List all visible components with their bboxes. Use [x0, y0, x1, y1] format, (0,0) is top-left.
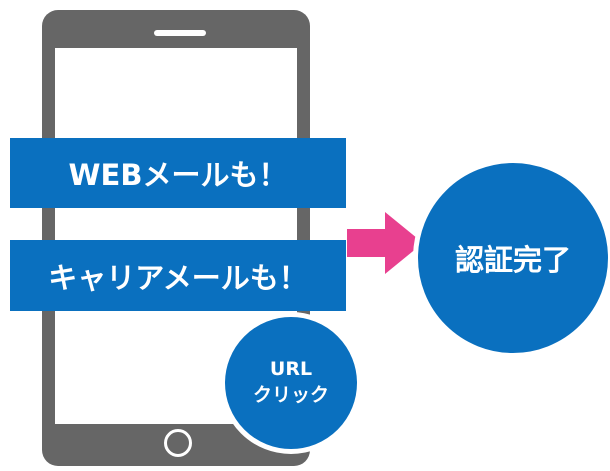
arrow-right-icon	[347, 212, 423, 274]
url-click-badge: URL クリック	[220, 312, 362, 454]
phone-speaker	[154, 30, 206, 36]
url-click-line2: クリック	[252, 384, 329, 406]
url-click-line1: URL	[269, 358, 313, 381]
home-button-icon	[164, 429, 192, 457]
web-mail-label: WEBメールも！	[10, 138, 346, 208]
auth-complete-badge: 認証完了	[413, 158, 610, 358]
auth-complete-label: 認証完了	[454, 243, 571, 277]
career-mail-label: キャリアメールも！	[10, 240, 346, 311]
arrow-shape	[347, 212, 423, 274]
